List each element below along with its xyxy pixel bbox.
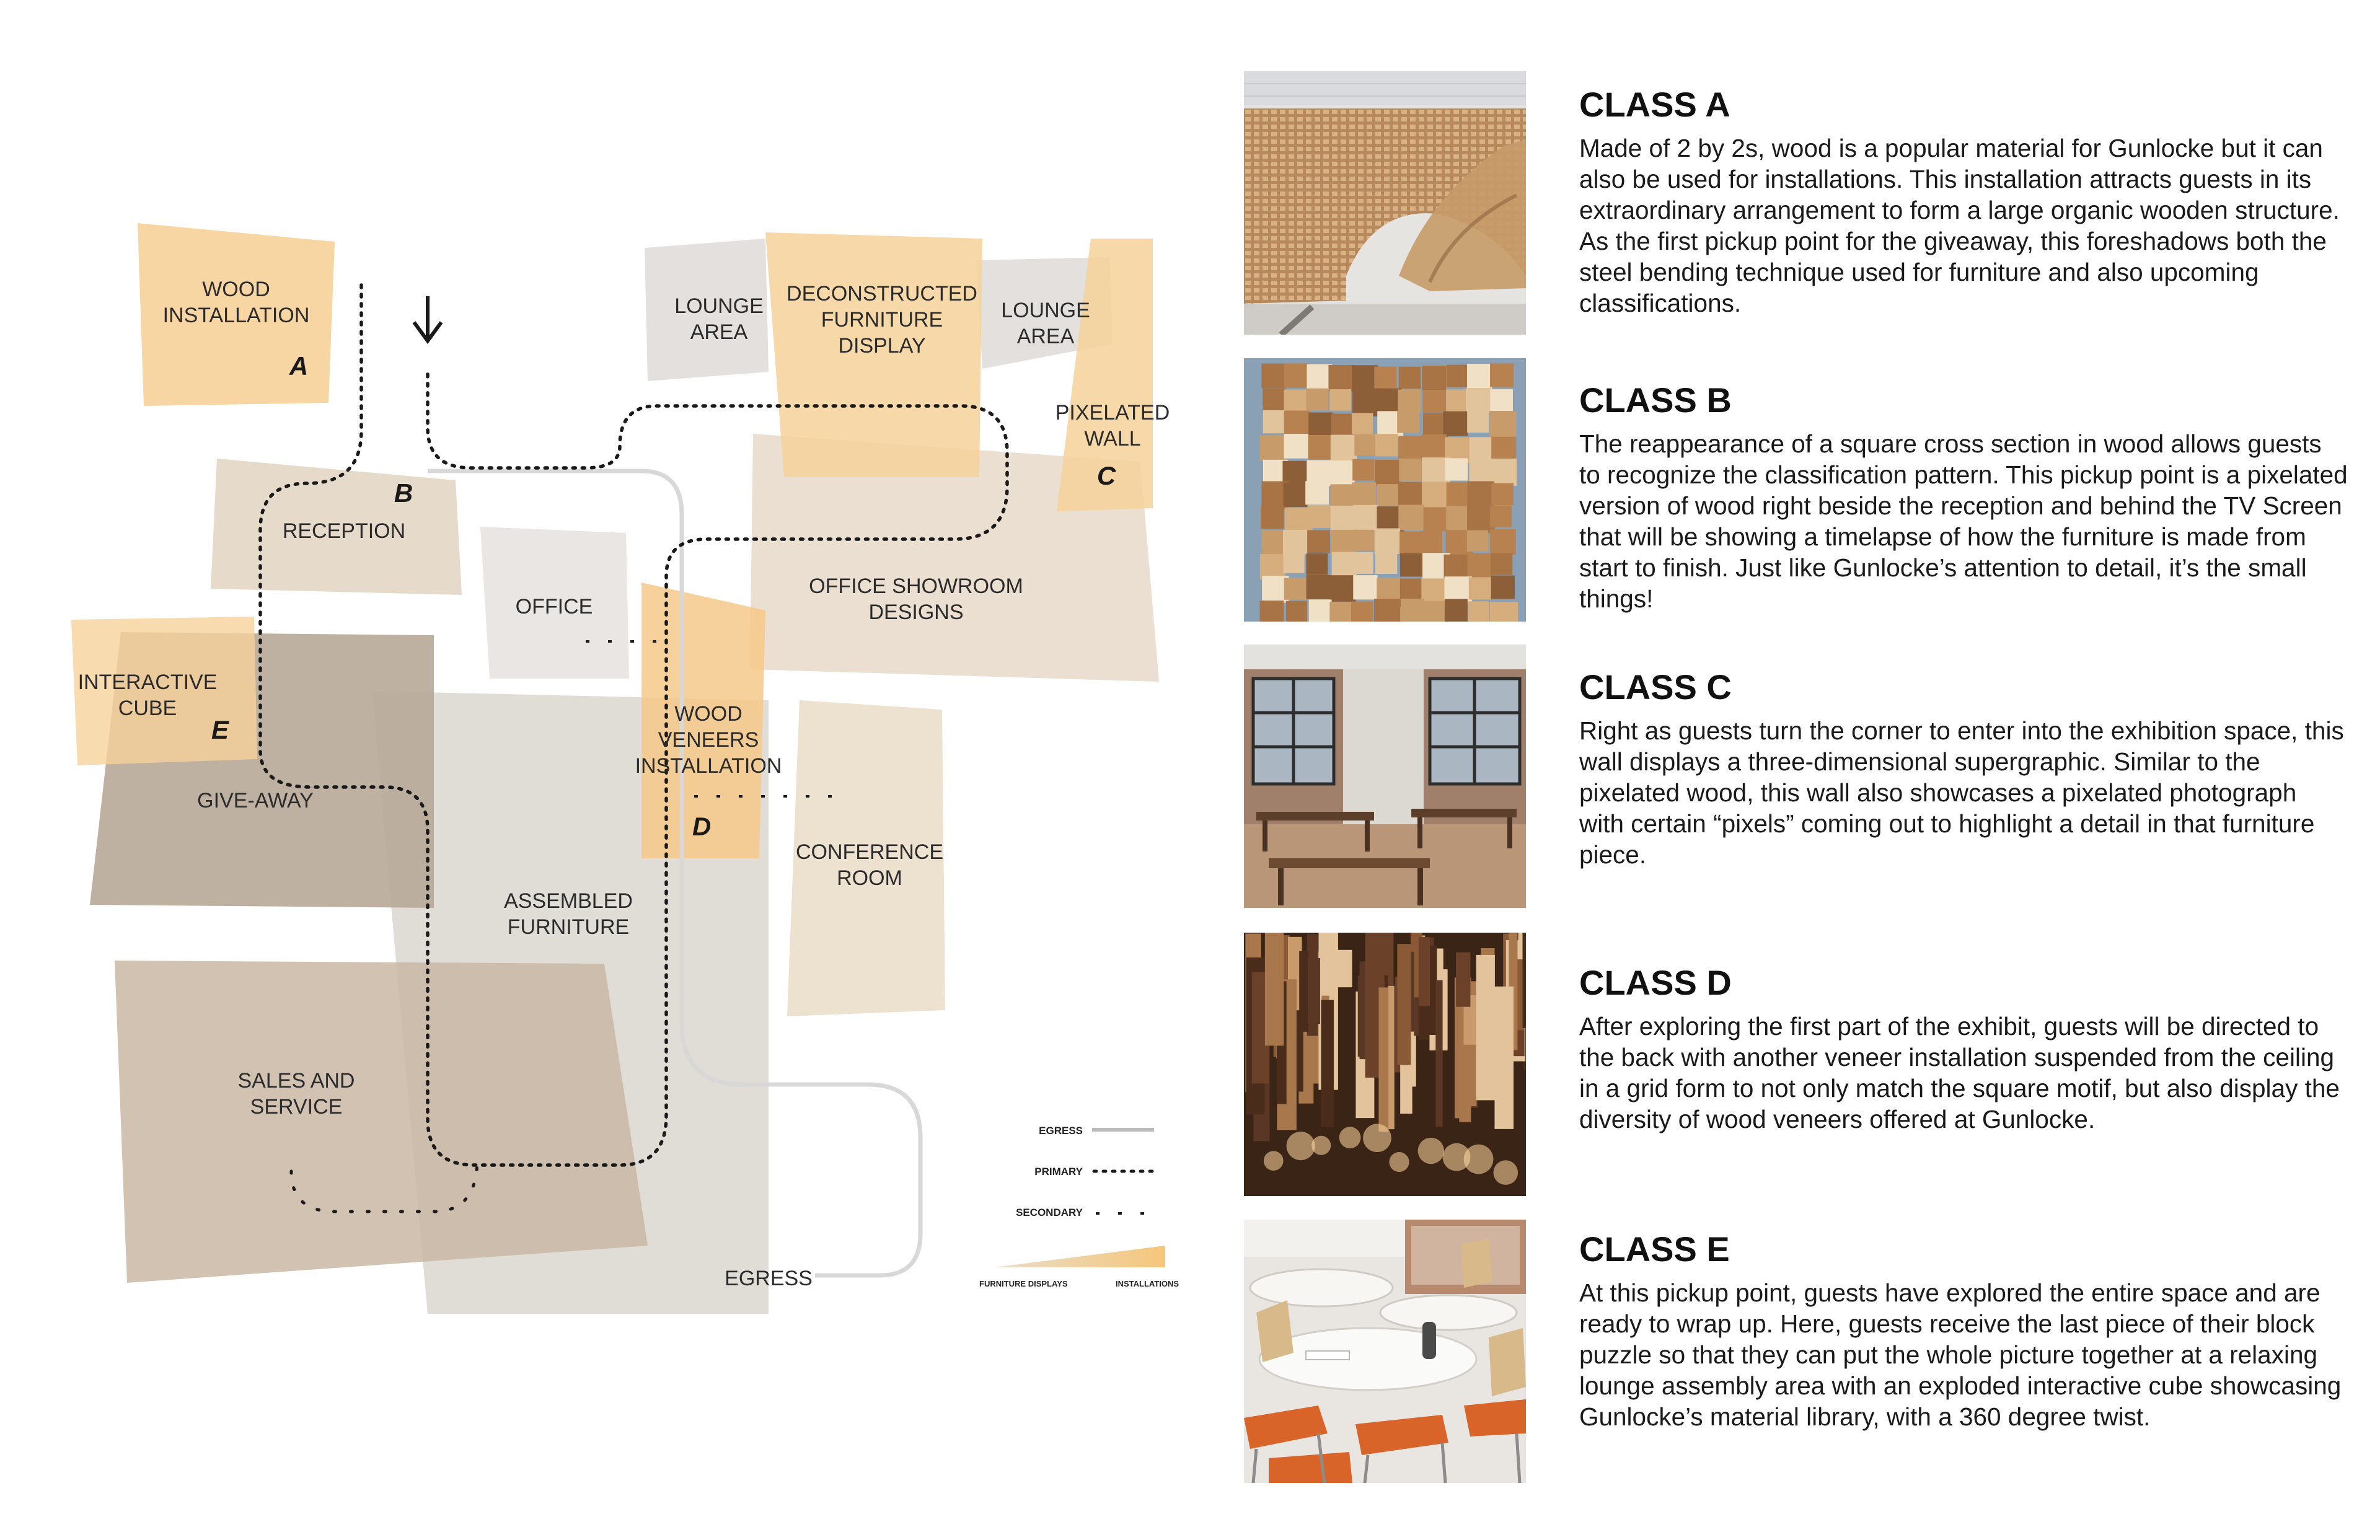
zone-deconstructed-furniture — [765, 232, 982, 477]
letter-c: C — [1097, 461, 1116, 490]
zone-office-showroom — [750, 434, 1159, 682]
photo-class-e — [1244, 1220, 1526, 1483]
class-e-text: At this pickup point, guests have explor… — [1579, 1278, 2342, 1431]
primary-path-entry-left — [258, 283, 1009, 1167]
letter-e: E — [211, 715, 230, 744]
label-office: OFFICE — [516, 595, 593, 618]
photo-class-d — [1244, 933, 1526, 1196]
photo-class-b — [1244, 358, 1526, 622]
letter-b: B — [394, 478, 413, 508]
legend-secondary-label: SECONDARY — [1016, 1207, 1083, 1218]
legend-installations-label: INSTALLATIONS — [1116, 1279, 1179, 1288]
legend-egress-label: EGRESS — [1039, 1125, 1083, 1137]
class-b-text: The reappearance of a square cross secti… — [1579, 429, 2348, 613]
class-b-block: CLASS B The reappearance of a square cro… — [1579, 381, 2348, 614]
label-egress: EGRESS — [725, 1267, 813, 1290]
class-d-text: After exploring the first part of the ex… — [1579, 1011, 2340, 1133]
egress-path — [428, 469, 923, 1278]
class-e-block: CLASS E At this pickup point, guests hav… — [1579, 1230, 2348, 1432]
zone-wood-installation — [138, 223, 335, 406]
zone-pixelated-wall — [1057, 239, 1153, 511]
class-a-text: Made of 2 by 2s, wood is a popular mater… — [1579, 133, 2340, 317]
class-d-block: CLASS D After exploring the first part o… — [1579, 964, 2348, 1135]
zone-reception — [211, 459, 462, 595]
legend: EGRESS PRIMARY SECONDARY FURNITURE DISPL… — [979, 1125, 1179, 1288]
label-give-away: GIVE-AWAY — [197, 789, 314, 812]
class-d-title: CLASS D — [1579, 963, 1732, 1002]
primary-path-loop-bottom — [289, 1157, 479, 1213]
label-reception: RECEPTION — [283, 519, 405, 543]
letter-a: A — [289, 351, 308, 381]
zone-interactive-cube — [71, 617, 257, 765]
class-b-title: CLASS B — [1579, 381, 1732, 420]
class-c-text: Right as guests turn the corner to enter… — [1579, 716, 2344, 869]
legend-gradient-swatch — [995, 1246, 1165, 1267]
legend-primary-label: PRIMARY — [1034, 1166, 1083, 1177]
zone-wood-veneers — [641, 583, 765, 858]
zone-sales-service — [115, 961, 648, 1283]
letter-d: D — [692, 812, 711, 841]
class-e-title: CLASS E — [1579, 1230, 1730, 1269]
entry-arrow-icon — [412, 296, 443, 345]
legend-furniture-displays-label: FURNITURE DISPLAYS — [979, 1279, 1068, 1288]
class-a-block: CLASS A Made of 2 by 2s, wood is a popul… — [1579, 86, 2348, 319]
class-a-title: CLASS A — [1579, 85, 1730, 124]
zone-office — [480, 527, 629, 679]
photo-class-a — [1244, 71, 1526, 335]
zone-conference-room — [787, 700, 945, 1016]
zone-lounge-left — [645, 239, 769, 381]
class-c-block: CLASS C Right as guests turn the corner … — [1579, 668, 2348, 870]
class-c-title: CLASS C — [1579, 667, 1732, 706]
photo-class-c — [1244, 645, 1526, 908]
